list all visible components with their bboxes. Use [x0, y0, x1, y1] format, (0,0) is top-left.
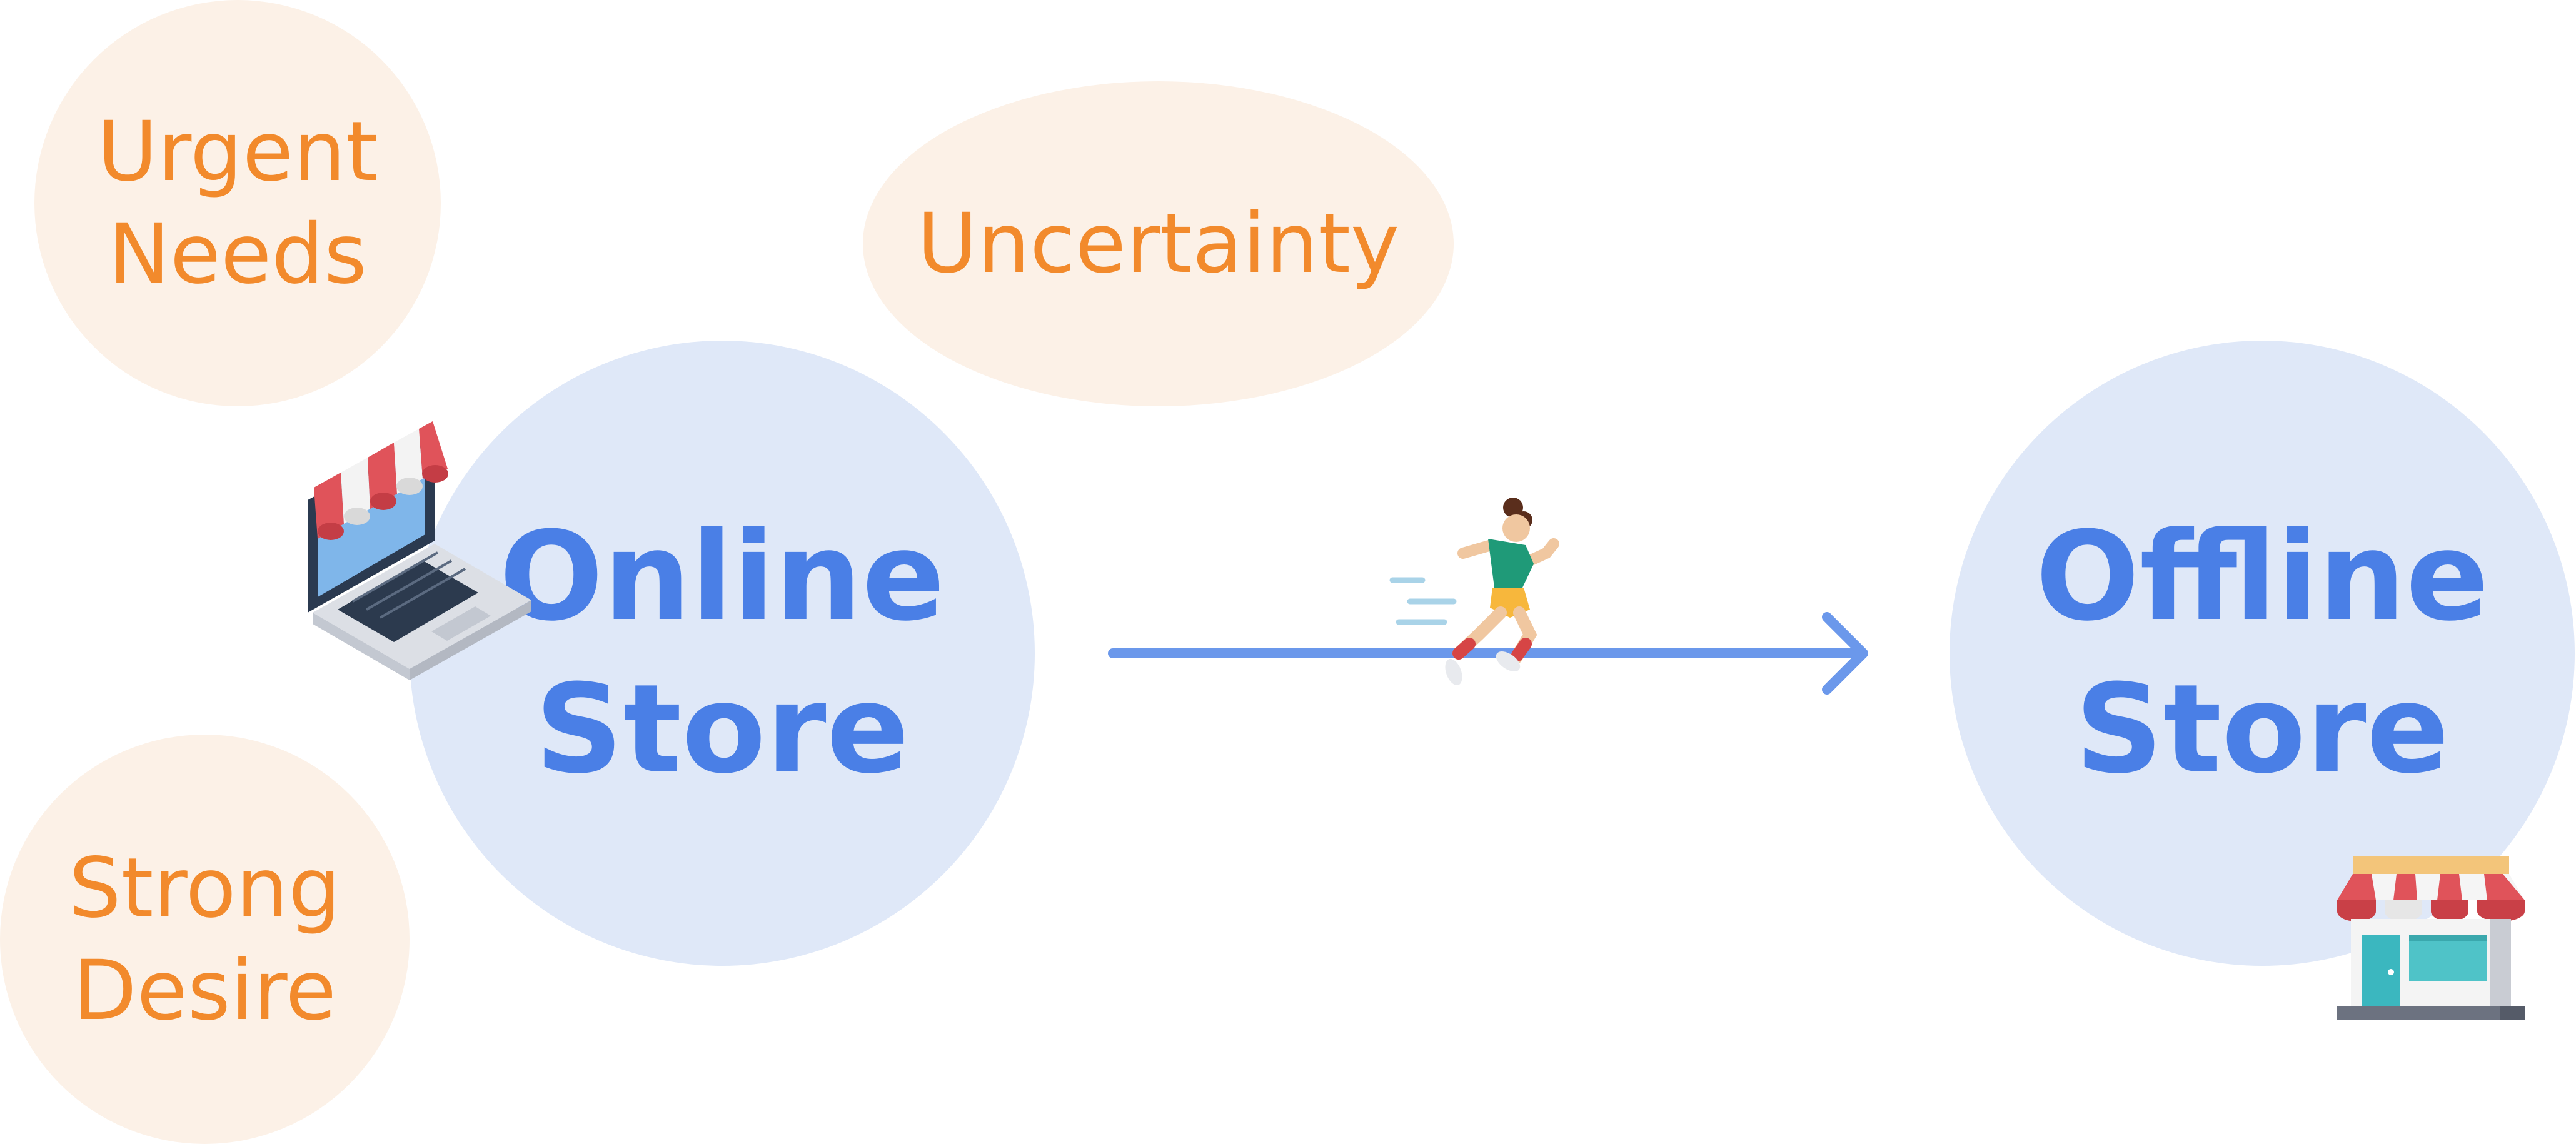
- strong-desire-line-2: Desire: [73, 942, 336, 1039]
- online-store-line-2: Store: [535, 658, 910, 801]
- offline-store-label: Offline Store: [1950, 341, 2575, 966]
- online-store-circle: [410, 341, 1035, 966]
- uncertainty-bubble: [863, 81, 1454, 406]
- urgent-needs-line-1: Urgent: [97, 104, 378, 200]
- strong-desire-bubble: [0, 735, 410, 1144]
- laptop-shop-icon: [308, 421, 531, 680]
- running-person-icon: [1389, 498, 1559, 686]
- arrow-head: [1822, 612, 1868, 695]
- offline-store-line-1: Offline: [2035, 506, 2489, 648]
- online-store-label: Online Store: [410, 341, 1035, 966]
- storefront-icon: [2337, 856, 2525, 1020]
- urgent-needs-bubble: [34, 0, 441, 406]
- online-store-line-1: Online: [499, 506, 945, 648]
- strong-desire-label: Strong Desire: [0, 735, 410, 1144]
- uncertainty-text: Uncertainty: [917, 196, 1400, 292]
- uncertainty-label: Uncertainty: [863, 81, 1454, 406]
- strong-desire-line-1: Strong: [68, 840, 341, 936]
- urgent-needs-line-2: Needs: [108, 206, 367, 303]
- offline-store-line-2: Store: [2075, 658, 2450, 801]
- urgent-needs-label: Urgent Needs: [34, 0, 441, 406]
